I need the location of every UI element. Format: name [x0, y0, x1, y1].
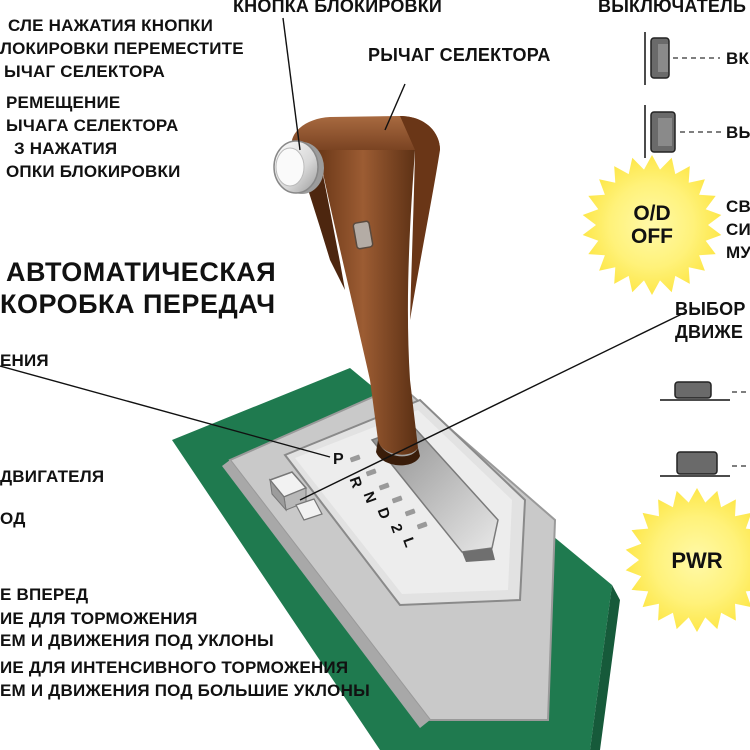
pwr-burst [625, 488, 750, 632]
lock-button-knob [273, 140, 324, 194]
switch-off-partial-label: ВЫ [726, 123, 750, 142]
selector-lever-head [292, 116, 440, 150]
plate-side-button [268, 471, 323, 521]
instruction-1-line-3: ЫЧАГ СЕЛЕКТОРА [4, 62, 166, 81]
positions-partial-label: ЕНИЯ [0, 351, 49, 370]
switch-header-label: ВЫКЛЮЧАТЕЛЬ [598, 0, 747, 16]
switch-on-diagram [644, 32, 720, 85]
bottom-line-3: ЕМ И ДВИЖЕНИЯ ПОД УКЛОНЫ [0, 631, 274, 650]
pwr-badge: PWR [652, 548, 742, 574]
engine-partial-label: ДВИГАТЕЛЯ [0, 467, 105, 486]
switch-on-partial-label: ВК [726, 49, 750, 68]
switch-off-diagram [644, 105, 722, 158]
instruction-1-line-1: СЛЕ НАЖАТИЯ КНОПКИ [8, 16, 214, 35]
gate-position-p: P [333, 451, 344, 468]
bottom-line-4: ИЕ ДЛЯ ИНТЕНСИВНОГО ТОРМОЖЕНИЯ [0, 658, 349, 677]
od-desc-line-1: СВ [726, 197, 750, 216]
bottom-line-1: Е ВПЕРЕД [0, 585, 89, 604]
console-base-dark-edge [380, 585, 620, 750]
leader-lines [0, 17, 687, 501]
pwr-badge-text: PWR [671, 548, 723, 573]
mode-button-down-diagram [660, 451, 750, 477]
od-partial-label: ОД [0, 509, 26, 528]
instruction-2-line-1: РЕМЕЩЕНИЕ [6, 93, 121, 112]
od-off-badge-line-2: OFF [631, 225, 673, 248]
bottom-line-2: ИЕ ДЛЯ ТОРМОЖЕНИЯ [0, 609, 198, 628]
od-desc-line-2: СИ [726, 220, 750, 239]
gate-indicator-dots [349, 454, 428, 530]
mode-select-line-2: ДВИЖЕ [675, 322, 744, 342]
selector-lever-shaft [318, 150, 418, 455]
od-off-burst [582, 155, 722, 295]
od-off-badge-line-1: O/D [633, 202, 671, 225]
instruction-2-line-2: ЫЧАГА СЕЛЕКТОРА [6, 116, 179, 135]
title-line-2: КОРОБКА ПЕРЕДАЧ [0, 289, 276, 319]
lock-button-label: КНОПКА БЛОКИРОВКИ [233, 0, 443, 16]
selector-lever-label: РЫЧАГ СЕЛЕКТОРА [368, 45, 551, 65]
mode-select-line-1: ВЫБОР [675, 299, 746, 319]
instruction-1-line-2: ЛОКИРОВКИ ПЕРЕМЕСТИТЕ [0, 39, 244, 58]
title-line-1: АВТОМАТИЧЕСКАЯ [6, 257, 277, 287]
mode-button-up-diagram [660, 381, 750, 401]
instruction-2-line-4: ОПКИ БЛОКИРОВКИ [6, 162, 181, 181]
lever-indicator-window [352, 220, 374, 250]
instruction-2-line-3: З НАЖАТИЯ [14, 139, 118, 158]
od-off-badge: O/D OFF [612, 202, 692, 248]
od-desc-line-3: МУ [726, 243, 750, 262]
bottom-line-5: ЕМ И ДВИЖЕНИЯ ПОД БОЛЬШИЕ УКЛОНЫ [0, 681, 370, 700]
